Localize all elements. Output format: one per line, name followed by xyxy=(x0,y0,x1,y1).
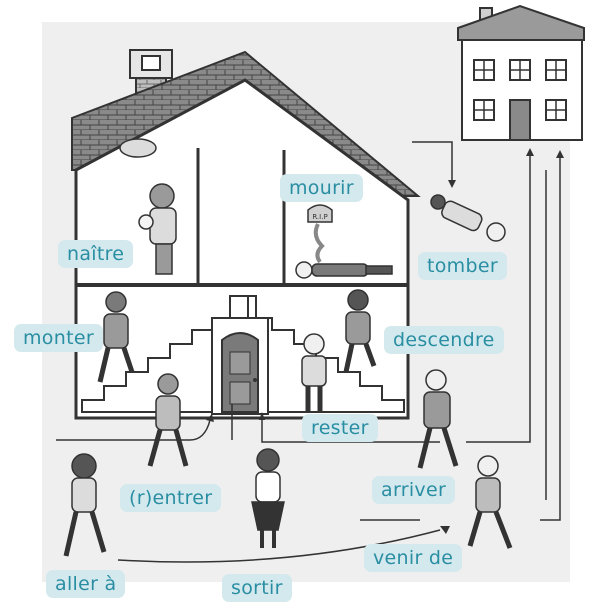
tombstone: R.I.P xyxy=(307,204,333,264)
label-monter: monter xyxy=(14,324,103,352)
label-venir-de: venir de xyxy=(364,544,463,572)
man-entering xyxy=(147,373,189,467)
old-man-arriving xyxy=(417,369,459,469)
cat-figure xyxy=(119,138,157,158)
label-sortir: sortir xyxy=(222,574,292,602)
arrowheads xyxy=(206,148,564,534)
motion-arrows xyxy=(56,141,561,563)
svg-text:R.I.P: R.I.P xyxy=(312,213,327,221)
girl-going xyxy=(63,453,107,557)
house-body xyxy=(74,78,410,420)
label-tomber: tomber xyxy=(418,252,507,280)
label-arriver: arriver xyxy=(372,476,456,504)
people xyxy=(63,183,513,557)
label-mourir: mourir xyxy=(280,174,363,202)
label-naitre: naître xyxy=(58,240,134,268)
small-house xyxy=(457,4,585,141)
label-descendre: descendre xyxy=(384,326,504,354)
dead-man-lying xyxy=(295,261,393,279)
label-aller-a: aller à xyxy=(46,570,126,598)
label-rentrer: (r)entrer xyxy=(120,484,222,512)
woman-going-out xyxy=(251,448,285,548)
man-staying xyxy=(301,333,327,412)
man-falling xyxy=(430,194,506,242)
front-door xyxy=(211,317,269,415)
mother-with-baby xyxy=(138,183,177,275)
man-climbing xyxy=(97,291,135,383)
woman-descending xyxy=(343,289,377,373)
label-rester: rester xyxy=(302,414,378,442)
woman-coming-from xyxy=(467,455,513,549)
staircase-left xyxy=(81,295,249,413)
